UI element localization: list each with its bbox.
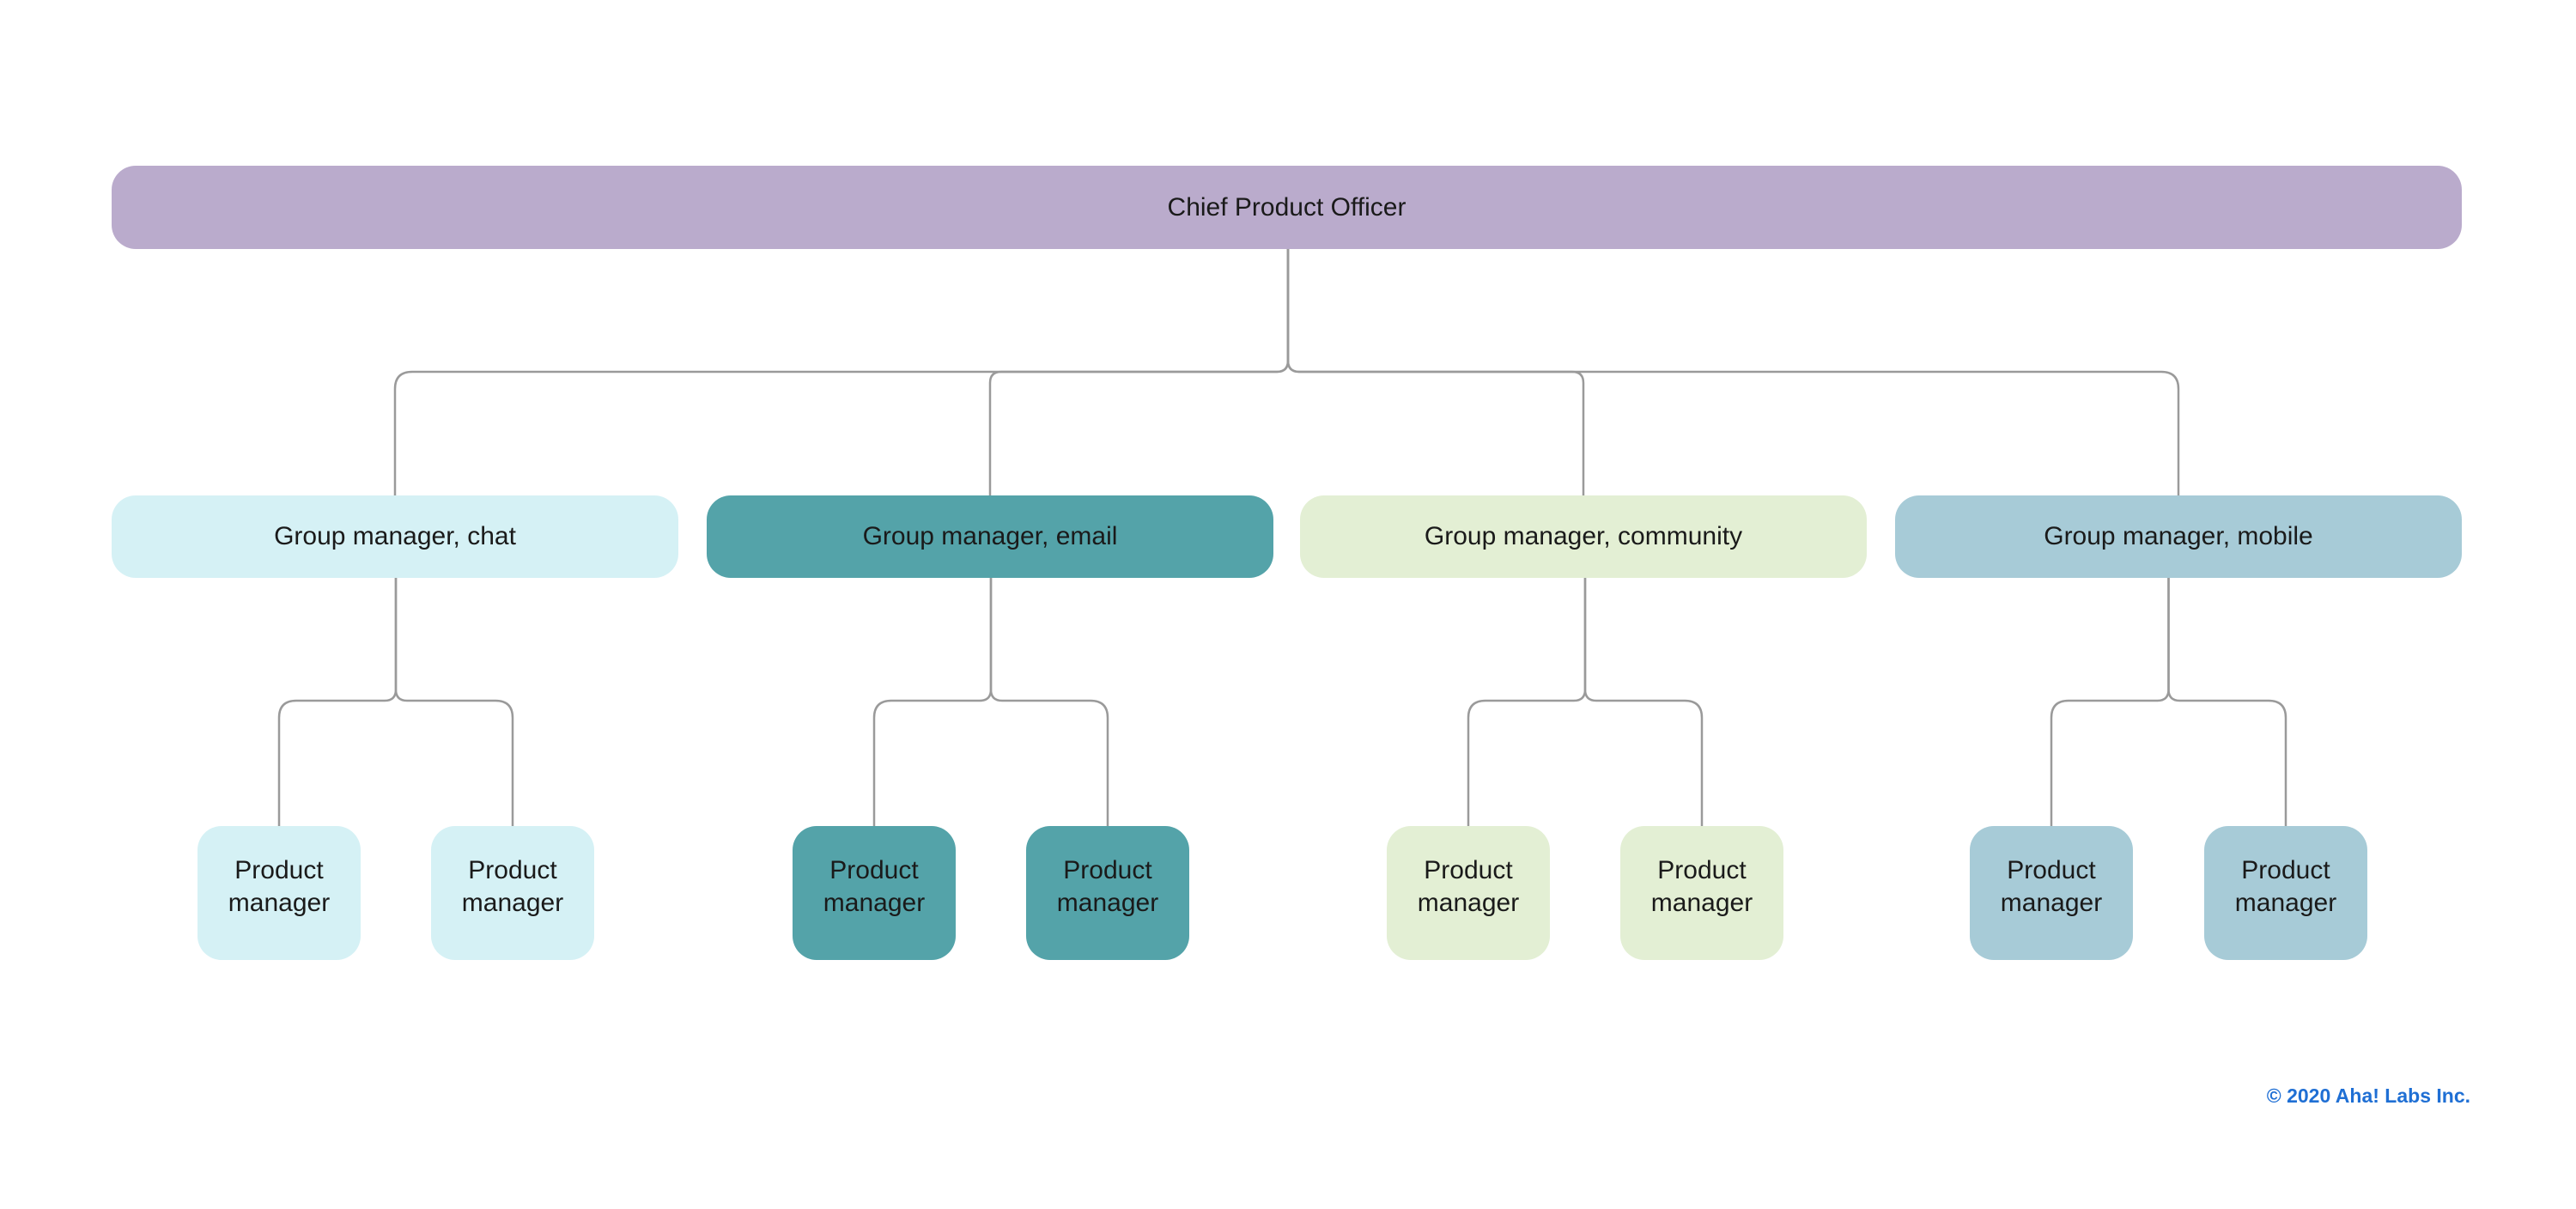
node-product-manager-chat-2: Product manager xyxy=(431,826,594,960)
node-group-manager-chat: Group manager, chat xyxy=(112,495,678,578)
node-product-manager-email-2: Product manager xyxy=(1026,826,1189,960)
node-product-manager-community-1: Product manager xyxy=(1387,826,1550,960)
node-group-manager-community: Group manager, community xyxy=(1300,495,1867,578)
node-label: Product manager xyxy=(461,855,564,917)
connector-line xyxy=(872,578,993,826)
connector-line xyxy=(394,578,514,826)
node-chief-product-officer: Chief Product Officer xyxy=(112,166,2462,249)
node-label: Group manager, chat xyxy=(274,522,516,550)
connector-line xyxy=(1583,578,1704,826)
connector-line xyxy=(988,249,1290,495)
node-label: Chief Product Officer xyxy=(1167,192,1406,222)
node-label: Product manager xyxy=(1056,855,1159,917)
copyright-text: © 2020 Aha! Labs Inc. xyxy=(2266,1084,2470,1107)
node-product-manager-email-1: Product manager xyxy=(793,826,956,960)
node-label: Product manager xyxy=(228,855,331,917)
node-product-manager-mobile-2: Product manager xyxy=(2204,826,2367,960)
node-label: Product manager xyxy=(2234,855,2337,917)
node-label: Group manager, mobile xyxy=(2044,522,2313,550)
node-product-manager-chat-1: Product manager xyxy=(197,826,361,960)
node-product-manager-mobile-1: Product manager xyxy=(1970,826,2133,960)
connector-line xyxy=(277,578,398,826)
connector-line xyxy=(1467,578,1587,826)
connector-line xyxy=(989,578,1109,826)
node-group-manager-email: Group manager, email xyxy=(707,495,1273,578)
connector-line xyxy=(2050,578,2170,826)
node-group-manager-mobile: Group manager, mobile xyxy=(1895,495,2462,578)
node-label: Group manager, email xyxy=(862,522,1118,550)
connector-line xyxy=(1286,249,2180,495)
node-label: Product manager xyxy=(1417,855,1520,917)
node-label: Product manager xyxy=(1650,855,1753,917)
connector-line xyxy=(2167,578,2287,826)
node-label: Product manager xyxy=(823,855,926,917)
node-product-manager-community-2: Product manager xyxy=(1620,826,1783,960)
node-label: Group manager, community xyxy=(1424,522,1743,550)
node-label: Product manager xyxy=(2000,855,2103,917)
